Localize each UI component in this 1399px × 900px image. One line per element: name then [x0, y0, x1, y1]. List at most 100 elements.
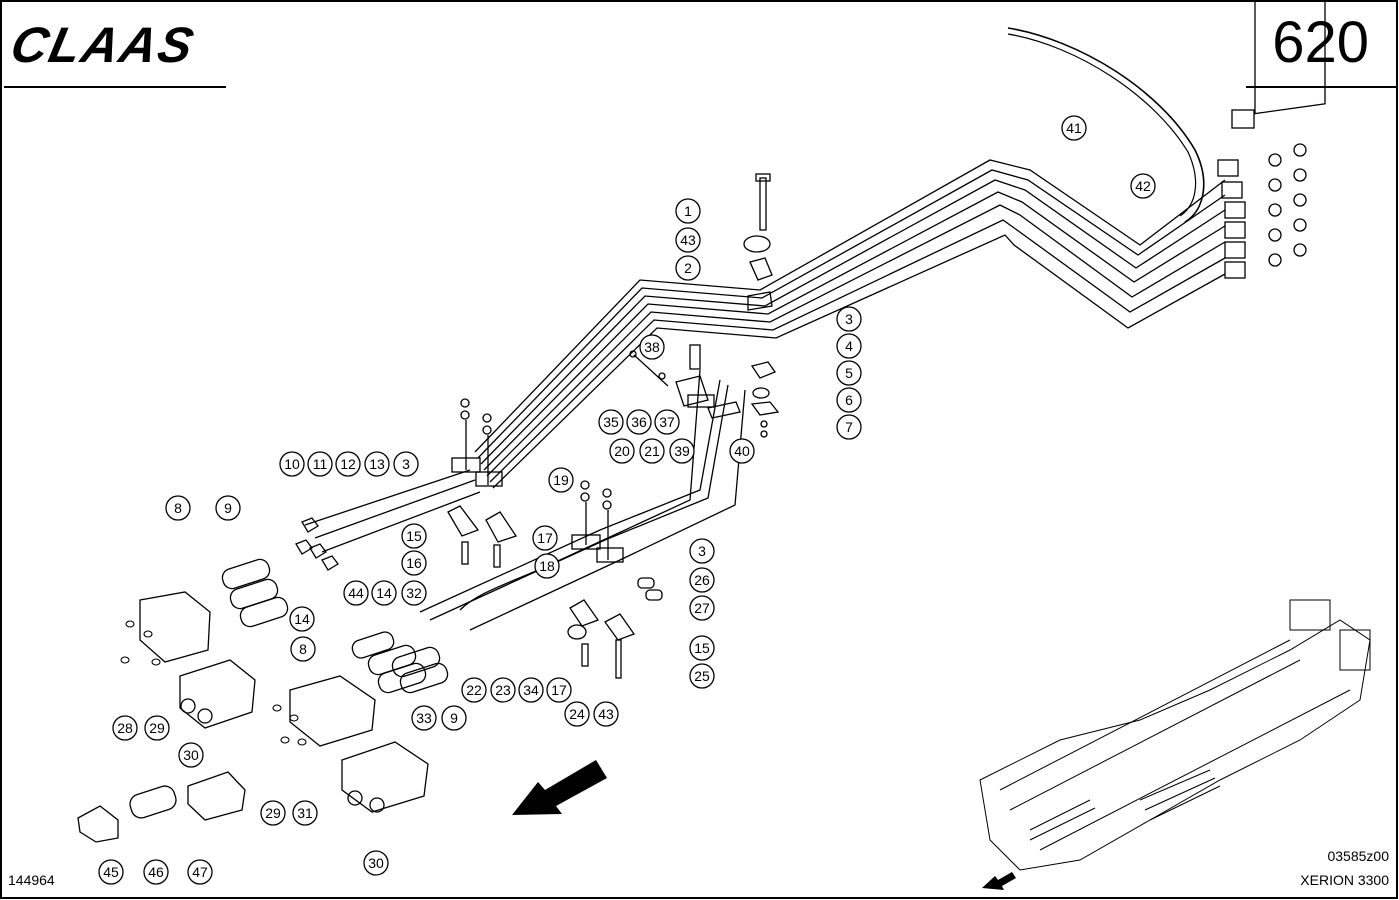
- callout-30: 30: [178, 742, 204, 768]
- callout-label: 12: [340, 456, 356, 472]
- pipe-bundle-main: [474, 159, 1226, 489]
- callout-label: 26: [694, 572, 710, 588]
- callout-label: 9: [450, 710, 458, 726]
- callout-16: 16: [401, 550, 427, 576]
- callout-15: 15: [401, 523, 427, 549]
- image-reference: 03585z00: [1327, 848, 1389, 864]
- callout-label: 3: [402, 456, 410, 472]
- chassis-overview-inset: [979, 599, 1371, 871]
- header-rule-right: [1246, 86, 1396, 88]
- callout-label: 15: [406, 528, 422, 544]
- callout-label: 8: [174, 500, 182, 516]
- o-rings: [120, 620, 307, 746]
- callout-3: 3: [836, 306, 862, 332]
- callout-label: 16: [406, 555, 422, 571]
- callout-7: 7: [836, 414, 862, 440]
- callout-label: 9: [224, 500, 232, 516]
- callout-3: 3: [689, 538, 715, 564]
- callout-30: 30: [363, 850, 389, 876]
- callout-10: 10: [279, 451, 305, 477]
- callout-label: 24: [569, 706, 585, 722]
- callout-label: 30: [183, 747, 199, 763]
- callout-label: 17: [537, 530, 553, 546]
- callout-17: 17: [546, 677, 572, 703]
- callout-label: 22: [466, 682, 482, 698]
- callout-label: 40: [734, 443, 750, 459]
- callout-9: 9: [215, 495, 241, 521]
- callout-label: 27: [694, 600, 710, 616]
- callout-label: 3: [698, 543, 706, 559]
- callout-label: 39: [674, 443, 690, 459]
- callout-42: 42: [1130, 173, 1156, 199]
- callout-label: 1: [684, 203, 692, 219]
- callout-29: 29: [144, 715, 170, 741]
- callout-2: 2: [675, 255, 701, 281]
- callout-3: 3: [393, 451, 419, 477]
- callout-27: 27: [689, 595, 715, 621]
- clamp-assembly-top: [743, 173, 780, 438]
- callout-label: 42: [1135, 178, 1151, 194]
- callout-label: 19: [553, 472, 569, 488]
- callout-label: 3: [845, 311, 853, 327]
- callout-label: 47: [192, 864, 208, 880]
- callout-13: 13: [364, 451, 390, 477]
- header-rule-left: [4, 86, 226, 88]
- callout-17: 17: [532, 525, 558, 551]
- callout-21: 21: [639, 438, 665, 464]
- callout-label: 37: [659, 414, 675, 430]
- callout-label: 23: [495, 682, 511, 698]
- callout-37: 37: [654, 409, 680, 435]
- callout-11: 11: [307, 451, 333, 477]
- callout-45: 45: [98, 859, 124, 885]
- callout-label: 35: [603, 414, 619, 430]
- clamp-assembly-middle: [567, 480, 663, 679]
- callout-39: 39: [669, 438, 695, 464]
- callout-label: 8: [299, 641, 307, 657]
- callout-9: 9: [441, 705, 467, 731]
- callout-12: 12: [335, 451, 361, 477]
- callout-25: 25: [689, 663, 715, 689]
- callout-label: 44: [348, 585, 364, 601]
- callout-label: 46: [148, 864, 164, 880]
- clamp-assembly-upper-middle: [629, 344, 741, 419]
- callout-label: 31: [297, 805, 313, 821]
- callout-label: 14: [376, 585, 392, 601]
- callout-label: 29: [149, 720, 165, 736]
- callout-label: 18: [539, 558, 555, 574]
- callout-label: 45: [103, 864, 119, 880]
- callout-label: 15: [694, 640, 710, 656]
- callout-14: 14: [289, 606, 315, 632]
- callout-label: 25: [694, 668, 710, 684]
- callout-8: 8: [290, 636, 316, 662]
- callout-label: 28: [117, 720, 133, 736]
- callout-26: 26: [689, 567, 715, 593]
- callout-label: 6: [845, 392, 853, 408]
- drawing-id: 144964: [8, 872, 55, 888]
- callout-34: 34: [518, 677, 544, 703]
- callout-43: 43: [675, 227, 701, 253]
- callout-19: 19: [548, 467, 574, 493]
- callout-6: 6: [836, 387, 862, 413]
- callout-label: 43: [598, 706, 614, 722]
- callout-label: 11: [313, 456, 328, 472]
- callout-14: 14: [371, 580, 397, 606]
- callout-22: 22: [461, 677, 487, 703]
- page-number: 620: [1272, 10, 1369, 75]
- model-name: XERION 3300: [1300, 872, 1389, 888]
- callout-40: 40: [729, 438, 755, 464]
- callout-43: 43: [593, 701, 619, 727]
- callout-4: 4: [836, 333, 862, 359]
- callout-33: 33: [411, 705, 437, 731]
- callout-label: 38: [644, 339, 660, 355]
- callout-label: 17: [551, 682, 567, 698]
- callout-label: 30: [368, 855, 384, 871]
- callout-29: 29: [260, 800, 286, 826]
- callout-24: 24: [564, 701, 590, 727]
- callout-20: 20: [609, 438, 635, 464]
- callout-label: 32: [406, 585, 422, 601]
- callout-label: 5: [845, 365, 853, 381]
- callout-44: 44: [343, 580, 369, 606]
- callout-46: 46: [143, 859, 169, 885]
